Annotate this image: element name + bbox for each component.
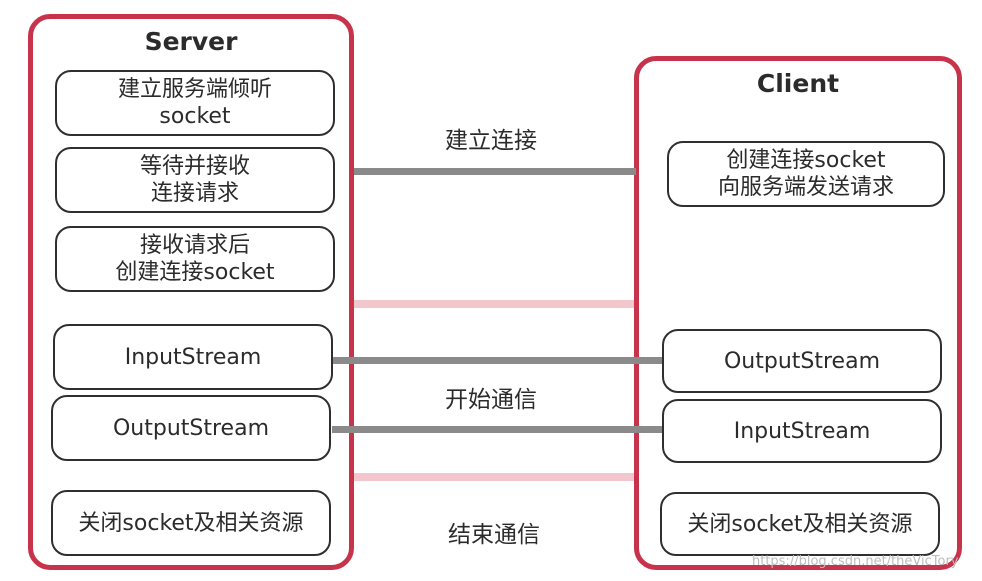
server-step-listen-line2: socket: [159, 104, 231, 129]
server-step-wait-line1: 等待并接收: [139, 154, 250, 179]
server-close-label: 关闭socket及相关资源: [78, 510, 304, 536]
server-output-stream: OutputStream: [51, 395, 331, 461]
server-step-accept: 接收请求后 创建连接socket: [55, 226, 335, 292]
client-close-label: 关闭socket及相关资源: [687, 511, 913, 537]
server-close: 关闭socket及相关资源: [51, 490, 331, 556]
server-input-stream-label: InputStream: [124, 344, 262, 370]
client-input-stream-label: InputStream: [733, 418, 871, 444]
client-output-stream-label: OutputStream: [723, 348, 881, 374]
output-input-line: [332, 426, 662, 433]
client-close: 关闭socket及相关资源: [660, 492, 940, 556]
watermark: https://blog.csdn.net/theVicTory: [752, 554, 959, 569]
server-input-stream: InputStream: [53, 324, 333, 390]
client-input-stream: InputStream: [662, 399, 942, 463]
server-step-accept-line1: 接收请求后: [139, 233, 250, 258]
client-output-stream: OutputStream: [662, 329, 942, 393]
server-step-accept-line2: 创建连接socket: [115, 260, 275, 285]
server-step-wait-line2: 连接请求: [150, 181, 239, 206]
phase-band-2: [30, 473, 960, 481]
client-title: Client: [756, 69, 840, 98]
server-title: Server: [144, 27, 238, 56]
client-step-connect-line2: 向服务端发送请求: [717, 175, 894, 200]
client-step-connect-line1: 创建连接socket: [726, 148, 886, 173]
phase-end-label: 结束通信: [448, 522, 540, 548]
input-output-line: [332, 357, 662, 364]
phase-connect-label: 建立连接: [445, 128, 537, 154]
server-step-wait: 等待并接收 连接请求: [55, 147, 335, 213]
server-step-listen-line1: 建立服务端倾听: [117, 77, 272, 102]
connect-line: [354, 168, 636, 175]
phase-band-1: [30, 300, 960, 308]
client-step-connect: 创建连接socket 向服务端发送请求: [667, 141, 945, 207]
phase-communicate-label: 开始通信: [445, 387, 537, 413]
server-step-listen: 建立服务端倾听 socket: [55, 70, 335, 136]
server-output-stream-label: OutputStream: [112, 415, 270, 441]
